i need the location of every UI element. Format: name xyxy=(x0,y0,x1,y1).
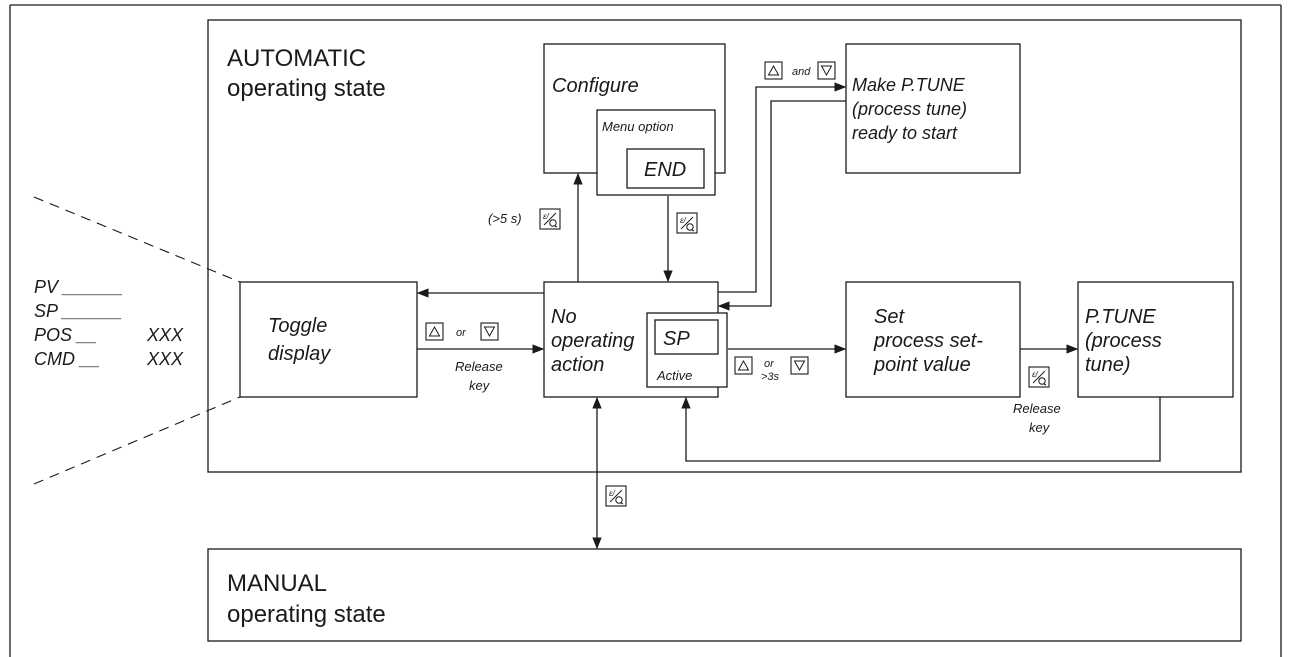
ptune-line1: P.TUNE xyxy=(1085,306,1156,328)
label-release-1: Release xyxy=(455,359,503,374)
make-ptune-line3: ready to start xyxy=(852,123,958,143)
display-cmd-value: XXX xyxy=(146,349,184,369)
label-and: and xyxy=(792,66,811,78)
arrow-ptune-back xyxy=(681,396,1161,462)
manual-subtitle: operating state xyxy=(227,601,386,628)
automatic-subtitle: operating state xyxy=(227,75,386,102)
label-or-setpoint: or xyxy=(764,358,775,370)
toggle-display-box xyxy=(239,281,418,398)
active-label: Active xyxy=(656,368,692,383)
toggle-display-line2: display xyxy=(268,343,331,365)
display-sp: SP ______ xyxy=(34,301,122,321)
sp-inner-box xyxy=(654,319,719,355)
triangle-up-key-icon xyxy=(425,322,444,341)
make-ptune-box xyxy=(845,43,1021,174)
make-ptune-line2: (process tune) xyxy=(852,99,967,119)
label-release-2: Release xyxy=(1013,401,1061,416)
manual-title: MANUAL xyxy=(227,570,327,597)
set-setpoint-box xyxy=(845,281,1021,398)
ptune-line3: tune) xyxy=(1085,354,1131,376)
display-pos: POS __ xyxy=(34,325,97,345)
sp-label: SP xyxy=(663,328,690,350)
no-action-line3: action xyxy=(551,354,604,376)
enter-key-icon xyxy=(676,212,698,234)
end-label: END xyxy=(644,159,686,181)
triangle-down-key-icon xyxy=(790,356,809,375)
label-release-2b: key xyxy=(1029,420,1051,435)
menu-option-label: Menu option xyxy=(602,119,674,134)
automatic-title: AUTOMATIC xyxy=(227,45,366,72)
display-pv: PV ______ xyxy=(34,277,123,297)
set-setpoint-line2: process set- xyxy=(873,330,983,352)
manual-state-box xyxy=(207,548,1242,642)
triangle-down-key-icon xyxy=(480,322,499,341)
display-cmd: CMD __ xyxy=(34,349,100,369)
triangle-down-key-icon xyxy=(817,61,836,80)
ptune-line2: (process xyxy=(1085,330,1162,352)
triangle-up-key-icon xyxy=(764,61,783,80)
enter-key-icon xyxy=(605,485,627,507)
label-release-1b: key xyxy=(469,378,491,393)
label-or-toggle: or xyxy=(456,327,467,339)
set-setpoint-line3: point value xyxy=(873,354,971,376)
toggle-display-line1: Toggle xyxy=(268,315,327,337)
arrow-make-ptune-back xyxy=(717,100,846,311)
no-action-line1: No xyxy=(551,306,577,328)
triangle-up-key-icon xyxy=(734,356,753,375)
display-cone-lower xyxy=(33,396,241,485)
display-cone-upper xyxy=(33,196,241,283)
arrow-to-make-ptune xyxy=(718,82,847,293)
no-action-line2: operating xyxy=(551,330,634,352)
end-box xyxy=(626,148,705,189)
display-pos-value: XXX xyxy=(146,325,184,345)
label-more-3s: >3s xyxy=(761,371,780,383)
enter-key-icon xyxy=(539,208,561,230)
set-setpoint-line1: Set xyxy=(874,306,905,328)
make-ptune-line1: Make P.TUNE xyxy=(852,75,966,95)
ptune-box xyxy=(1077,281,1234,398)
enter-key-icon xyxy=(1028,366,1050,388)
configure-label: Configure xyxy=(552,75,639,97)
label-more-5s: (>5 s) xyxy=(488,211,522,226)
